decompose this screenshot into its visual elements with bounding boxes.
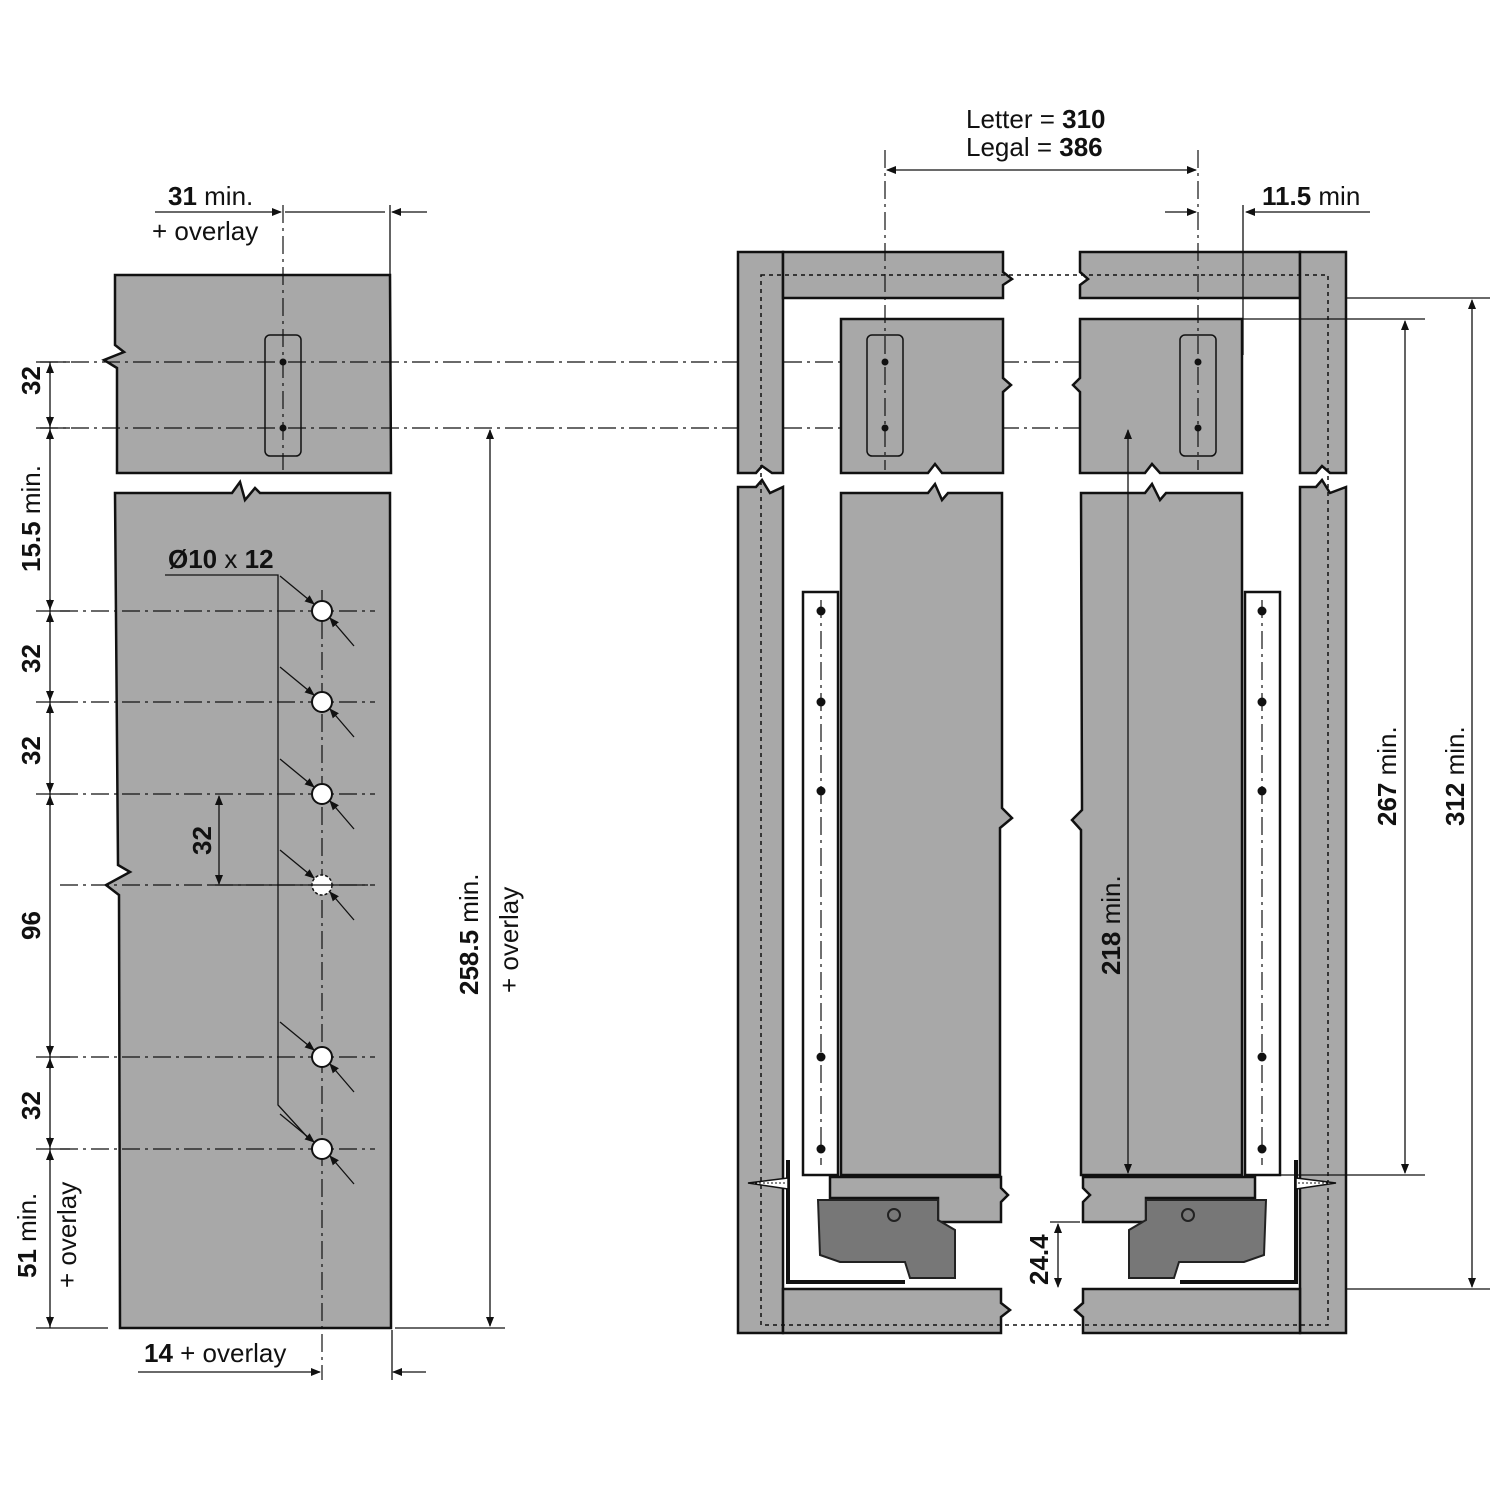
- dim-15-5: 15.5 min.: [16, 465, 46, 572]
- drill-hole: [311, 600, 333, 622]
- bottom-rail-left: [781, 1287, 1013, 1335]
- dim-258-5-note: + overlay: [494, 887, 524, 993]
- bottom-panel: [103, 479, 393, 1330]
- legal-width: Legal = 386: [966, 132, 1103, 162]
- front-top-left: [839, 317, 1013, 475]
- dim-267: 267 min.: [1372, 726, 1402, 826]
- dim-11-5: 11.5 min: [1262, 181, 1360, 211]
- locking-device-right: [1128, 1199, 1268, 1279]
- dim-312: 312 min.: [1440, 726, 1470, 826]
- dim-24-4: 24.4: [1024, 1234, 1054, 1285]
- dim-32-c: 32: [16, 1091, 46, 1120]
- dim-32-slot: 32: [16, 366, 46, 395]
- screw-right-icon: [1295, 1177, 1337, 1190]
- slot-right: [1179, 334, 1217, 457]
- dim-32-b: 32: [16, 736, 46, 765]
- locking-device-left: [816, 1199, 956, 1279]
- dim-218: 218 min.: [1096, 875, 1126, 975]
- drawer-front-left: [839, 481, 1014, 1177]
- dim-258-5: 258.5 min.: [454, 874, 484, 995]
- drill-hole: [311, 691, 333, 713]
- dim-31-min: 31 min.: [168, 181, 253, 211]
- top-panel: [101, 273, 393, 475]
- dim-51: 51 min.: [12, 1193, 42, 1278]
- front-cabinet-view: Letter = 310 Legal = 386 11.5 min 267 mi…: [736, 104, 1490, 1335]
- dim-96: 96: [16, 911, 46, 940]
- right-cabinet-side-lower: [1298, 477, 1348, 1335]
- dim-32-a: 32: [16, 644, 46, 673]
- dim-31-note: + overlay: [152, 216, 258, 246]
- letter-width: Letter = 310: [966, 104, 1106, 134]
- screw-left-icon: [747, 1177, 789, 1190]
- dim-32-optional: 32: [187, 826, 217, 855]
- hole-spec: Ø10 x 12: [168, 544, 274, 574]
- right-cabinet-side: [1298, 250, 1348, 475]
- drill-hole: [311, 783, 333, 805]
- dim-14-overlay: 14 + overlay: [144, 1338, 286, 1368]
- dim-51-note: + overlay: [52, 1182, 82, 1288]
- drill-hole: [311, 1046, 333, 1068]
- bottom-rail-right: [1073, 1287, 1302, 1335]
- drawer-front-right: [1070, 481, 1244, 1177]
- left-side-view: 32 15.5 min. 32 32 96 32 51 min. + overl…: [12, 181, 524, 1380]
- front-top-right: [1071, 317, 1244, 475]
- drill-hole: [311, 1138, 333, 1160]
